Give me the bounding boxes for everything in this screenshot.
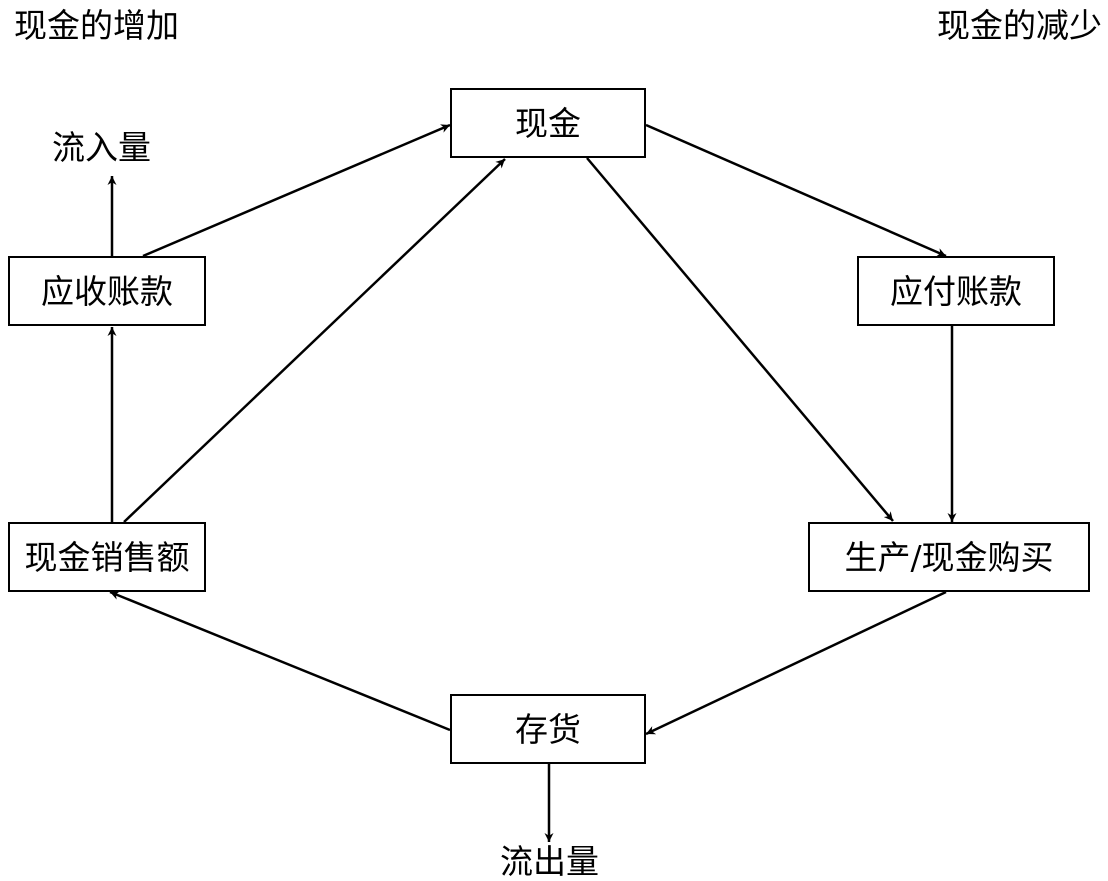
edge-cash-to-payable: [645, 123, 947, 258]
node-cash: 现金: [450, 88, 646, 158]
node-inventory: 存货: [450, 694, 646, 764]
node-cash-sales: 现金销售额: [8, 522, 206, 592]
heading-cash-decrease: 现金的减少: [937, 6, 1102, 45]
heading-cash-increase: 现金的增加: [14, 6, 179, 45]
edge-cash-sales-to-cash: [123, 158, 506, 523]
label-outflow: 流出量: [500, 842, 599, 881]
node-accounts-receivable: 应收账款: [8, 256, 206, 326]
edge-cash-to-production: [586, 157, 894, 522]
edge-receivable-to-cash: [142, 123, 451, 258]
node-accounts-payable: 应付账款: [857, 256, 1055, 326]
edge-inventory-to-cash-sales: [109, 590, 451, 732]
edge-production-to-inventory: [645, 590, 947, 736]
label-inflow: 流入量: [52, 128, 151, 167]
node-production-cash-purchase: 生产/现金购买: [808, 522, 1090, 592]
